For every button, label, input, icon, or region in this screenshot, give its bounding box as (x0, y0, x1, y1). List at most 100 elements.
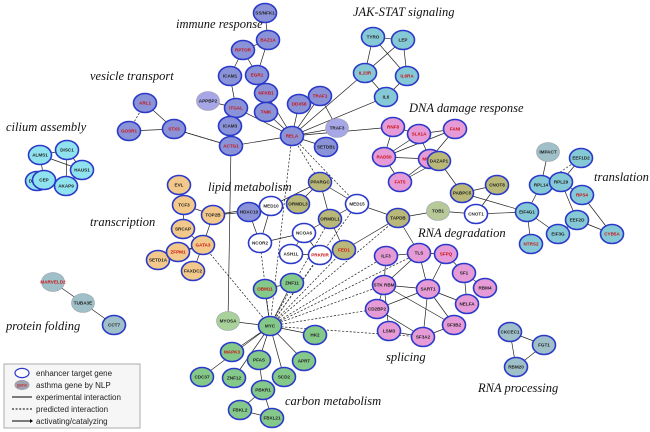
gene-node-gata3[interactable]: GATA3 (190, 234, 216, 256)
gene-node-il6[interactable]: IL6 (373, 86, 399, 108)
gene-node-pabpc5[interactable]: PABPC5 (449, 182, 475, 204)
gene-node-cnot8[interactable]: CNOT8 (484, 174, 510, 196)
gene-node-tyro[interactable]: TYRO (360, 26, 386, 48)
gene-node-nelfa[interactable]: NELFA (454, 293, 480, 315)
gene-node-fbxl21[interactable]: FBXL21 (259, 407, 285, 429)
gene-node-fed1[interactable]: FED1 (331, 239, 357, 261)
gene-node-eef3g[interactable]: EIF3G (545, 223, 571, 245)
gene-node-sfpq[interactable]: SFPQ (433, 243, 459, 265)
gene-node-rnf8[interactable]: RNF8 (380, 116, 406, 138)
gene-node-arl1[interactable]: ARL1 (132, 92, 158, 114)
gene-node-il6ra[interactable]: IL6RA (394, 65, 420, 87)
gene-node-itgal[interactable]: ITGAL (223, 97, 249, 119)
gene-node-ddx58[interactable]: DDX58 (286, 93, 312, 115)
gene-node-hk2[interactable]: HK2 (302, 324, 328, 346)
gene-node-med10[interactable]: MED10 (258, 195, 284, 217)
gene-node-mapk3[interactable]: MAPK3 (219, 341, 245, 363)
gene-node-appbp2[interactable]: APPBP2 (196, 91, 220, 111)
gene-node-il23r[interactable]: IL23R (352, 62, 378, 84)
gene-node-sf1[interactable]: SF1 (451, 262, 477, 284)
gene-node-tuba3e[interactable]: TUBA3E (71, 293, 95, 313)
gene-node-zfpm1[interactable]: ZFPM1 (165, 241, 191, 263)
gene-node-ormdl3[interactable]: ORMDL3 (285, 193, 311, 215)
gene-node-top2b[interactable]: TOP2B (200, 204, 226, 226)
gene-node-haus1[interactable]: HAUS1 (69, 159, 95, 181)
gene-node-prkrir[interactable]: PRKRIR (307, 244, 333, 266)
gene-node-disc1[interactable]: DISC1 (54, 139, 80, 161)
gene-node-pbkr1[interactable]: PBKR1 (250, 379, 276, 401)
gene-node-cdc37[interactable]: CDC37 (189, 366, 215, 388)
gene-node-ilf3[interactable]: ILF3 (373, 245, 399, 267)
gene-node-ash1l[interactable]: ASH1L (278, 243, 304, 265)
gene-node-dazap1[interactable]: DAZAP1 (426, 150, 452, 172)
gene-node-lep[interactable]: LEP (390, 29, 416, 51)
gene-node-tob1[interactable]: TOB1 (426, 201, 450, 221)
gene-node-fbkl2[interactable]: FBKL2 (227, 399, 253, 421)
gene-node-scd2[interactable]: SCD2 (271, 366, 297, 388)
gene-node-med15[interactable]: MED15 (344, 193, 370, 215)
gene-node-eif4g1[interactable]: EIF4G1 (514, 201, 540, 223)
gene-node-ormdl1[interactable]: ORMDL1 (317, 208, 343, 230)
gene-node-tls[interactable]: TLS (406, 242, 432, 264)
gene-node-hdac10[interactable]: HDAC10 (236, 201, 262, 223)
gene-node-aprt[interactable]: APRT (291, 350, 317, 372)
gene-node-gosr1[interactable]: GOSR1 (116, 120, 142, 142)
gene-node-cep[interactable]: CEP (31, 169, 57, 191)
gene-node-srcap[interactable]: SRCAP (170, 218, 196, 240)
gene-node-rela[interactable]: RELA (279, 125, 305, 147)
gene-node-cd2bp2[interactable]: CD2BP2 (364, 298, 390, 320)
gene-node-lsm3[interactable]: LSM3 (376, 320, 402, 342)
gene-node-egr1[interactable]: EGR1 (244, 64, 270, 86)
gene-node-sart1[interactable]: SART1 (415, 278, 441, 300)
gene-node-myosa[interactable]: MYOSA (216, 311, 240, 331)
gene-node-rbm4[interactable]: RBM4 (472, 277, 498, 299)
gene-node-eef2d[interactable]: EEF2D (564, 209, 590, 231)
gene-node-cyb5a[interactable]: CYB5A (599, 223, 625, 245)
gene-node-cct7[interactable]: CCT7 (101, 314, 127, 336)
gene-node-rpl14[interactable]: RPL14 (528, 174, 554, 196)
gene-node-ncor2[interactable]: NCOR2 (247, 232, 273, 254)
gene-node-evl[interactable]: EVL (166, 174, 192, 196)
gene-node-setdb1[interactable]: SETDB1 (313, 136, 339, 158)
gene-node-fani[interactable]: FANI (442, 118, 468, 140)
gene-node-icam1[interactable]: ICAM1 (217, 65, 243, 87)
gene-node-tcf3[interactable]: TCF3 (171, 194, 197, 216)
gene-node-traf1[interactable]: TRAF1 (307, 85, 333, 107)
gene-node-myc[interactable]: MYC (257, 315, 283, 337)
gene-node-fat5[interactable]: FAT5 (387, 171, 413, 193)
gene-node-ppargc[interactable]: PPARGC (307, 171, 333, 193)
gene-node-impact[interactable]: IMPACT (536, 142, 560, 162)
gene-node-rptor[interactable]: RPTOR (230, 39, 256, 61)
gene-node-fgt1[interactable]: FGT1 (531, 334, 557, 356)
gene-node-icam3[interactable]: ICAM3 (217, 115, 243, 137)
gene-node-znf11[interactable]: ZNF11 (279, 272, 305, 294)
gene-node-alms1[interactable]: ALMS1 (27, 144, 53, 166)
gene-node-sf3b2[interactable]: SF3B2 (441, 314, 467, 336)
gene-node-actg1[interactable]: ACTG1 (218, 135, 244, 157)
gene-node-tnik[interactable]: TNIK (253, 101, 279, 123)
gene-node-rps4[interactable]: RPS4 (569, 184, 595, 206)
gene-node-ntrs2[interactable]: NTRS2 (518, 233, 544, 255)
gene-node-sf3a2[interactable]: SF3A2 (410, 326, 436, 348)
gene-node-setd1a[interactable]: SETD1A (145, 249, 171, 271)
gene-node-rpl29[interactable]: RPL29 (548, 171, 574, 193)
gene-node-faxdc2[interactable]: FAXDC2 (180, 260, 206, 282)
gene-node-stkrs[interactable]: STK RBM (371, 274, 397, 296)
gene-node-znf12[interactable]: ZNF12 (221, 367, 247, 389)
gene-node-eef1d2[interactable]: EEF1D2 (568, 147, 594, 169)
gene-node-cnot1[interactable]: CNOT1 (463, 203, 489, 225)
gene-node-baz1a[interactable]: BAZ1A (255, 29, 281, 51)
gene-node-slx1a[interactable]: SLX1A (406, 123, 432, 145)
gene-node-rad50[interactable]: RAD50 (371, 146, 397, 168)
gene-node-nfkb1b[interactable]: NFKB1 (253, 82, 279, 104)
gene-node-ncoa6[interactable]: NCOA6 (291, 222, 317, 244)
gene-node-chcec1[interactable]: CKCEC1 (497, 321, 523, 343)
gene-node-akap9[interactable]: AKAP9 (53, 175, 79, 197)
gene-node-nfkb1[interactable]: SS/NFK1 (252, 2, 278, 24)
gene-node-tapdb[interactable]: TAPDB (385, 207, 411, 229)
gene-node-rbm20[interactable]: RBM20 (503, 356, 529, 378)
gene-node-marveld2[interactable]: MARVELD2 (40, 272, 66, 292)
gene-node-stx3[interactable]: STX3 (161, 118, 187, 140)
gene-node-obm11[interactable]: OBM11 (252, 278, 278, 300)
gene-node-pfas[interactable]: PFAS (246, 349, 272, 371)
